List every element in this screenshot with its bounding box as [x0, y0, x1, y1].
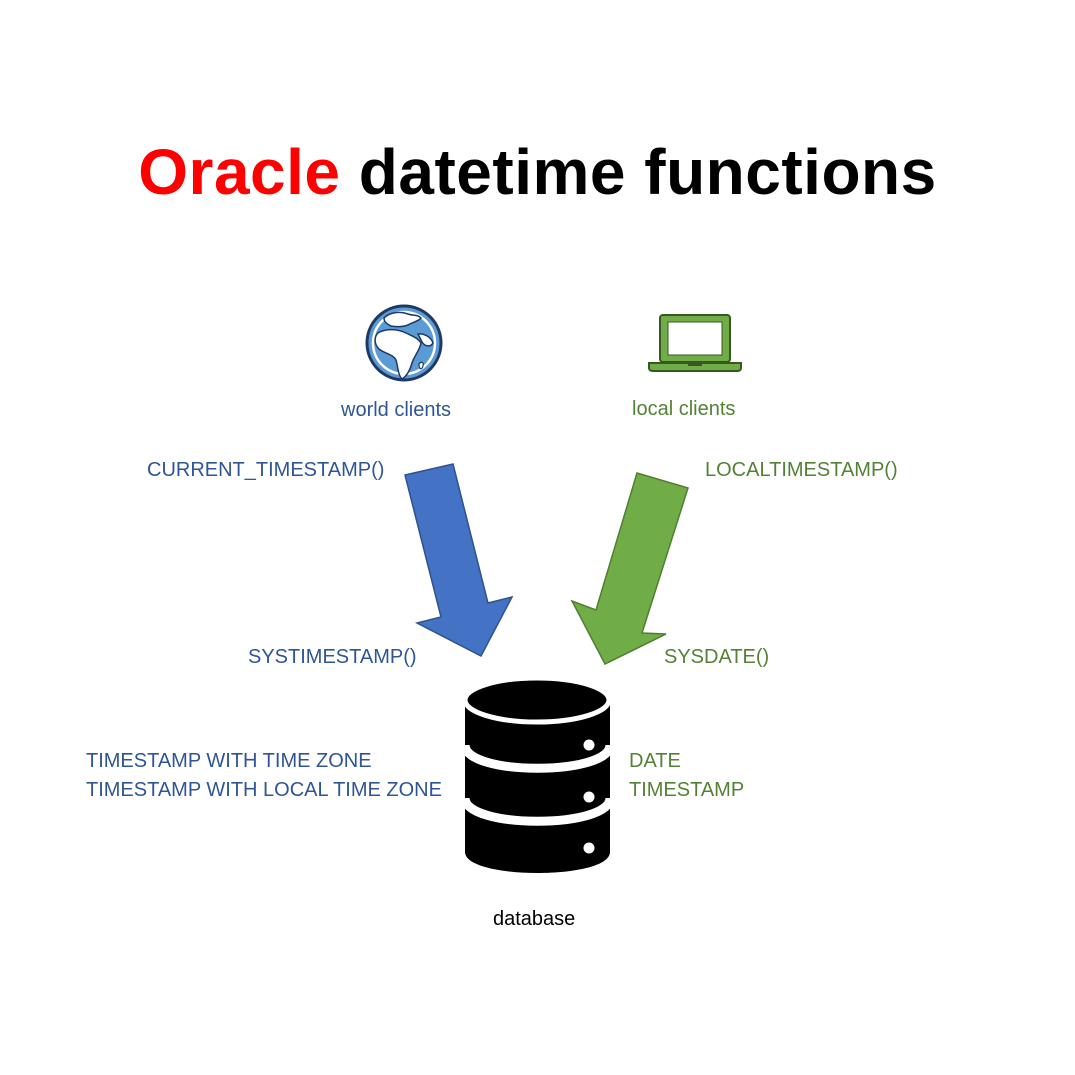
- sysdate-label: SYSDATE(): [664, 646, 770, 668]
- database-label: database: [493, 908, 576, 930]
- globe-icon: [365, 304, 443, 382]
- localtimestamp-label: LOCALTIMESTAMP(): [705, 459, 898, 481]
- local-clients-label: local clients: [632, 398, 736, 420]
- type-timestamp-with-local-time-zone: TIMESTAMP WITH LOCAL TIME ZONE: [86, 779, 442, 801]
- world-clients-label: world clients: [341, 399, 452, 421]
- page-title: Oracle datetime functions: [0, 132, 1075, 212]
- green-arrow: [570, 472, 689, 665]
- type-timestamp-with-time-zone: TIMESTAMP WITH TIME ZONE: [86, 750, 372, 772]
- title-brand: Oracle: [138, 136, 341, 208]
- type-date: DATE: [629, 750, 681, 772]
- title-rest: datetime functions: [358, 136, 937, 208]
- laptop-icon: [648, 314, 742, 372]
- blue-arrow: [404, 463, 514, 658]
- systimestamp-label: SYSTIMESTAMP(): [248, 646, 417, 668]
- type-timestamp: TIMESTAMP: [629, 779, 745, 801]
- database-icon: [460, 675, 615, 873]
- current-timestamp-label: CURRENT_TIMESTAMP(): [147, 459, 385, 481]
